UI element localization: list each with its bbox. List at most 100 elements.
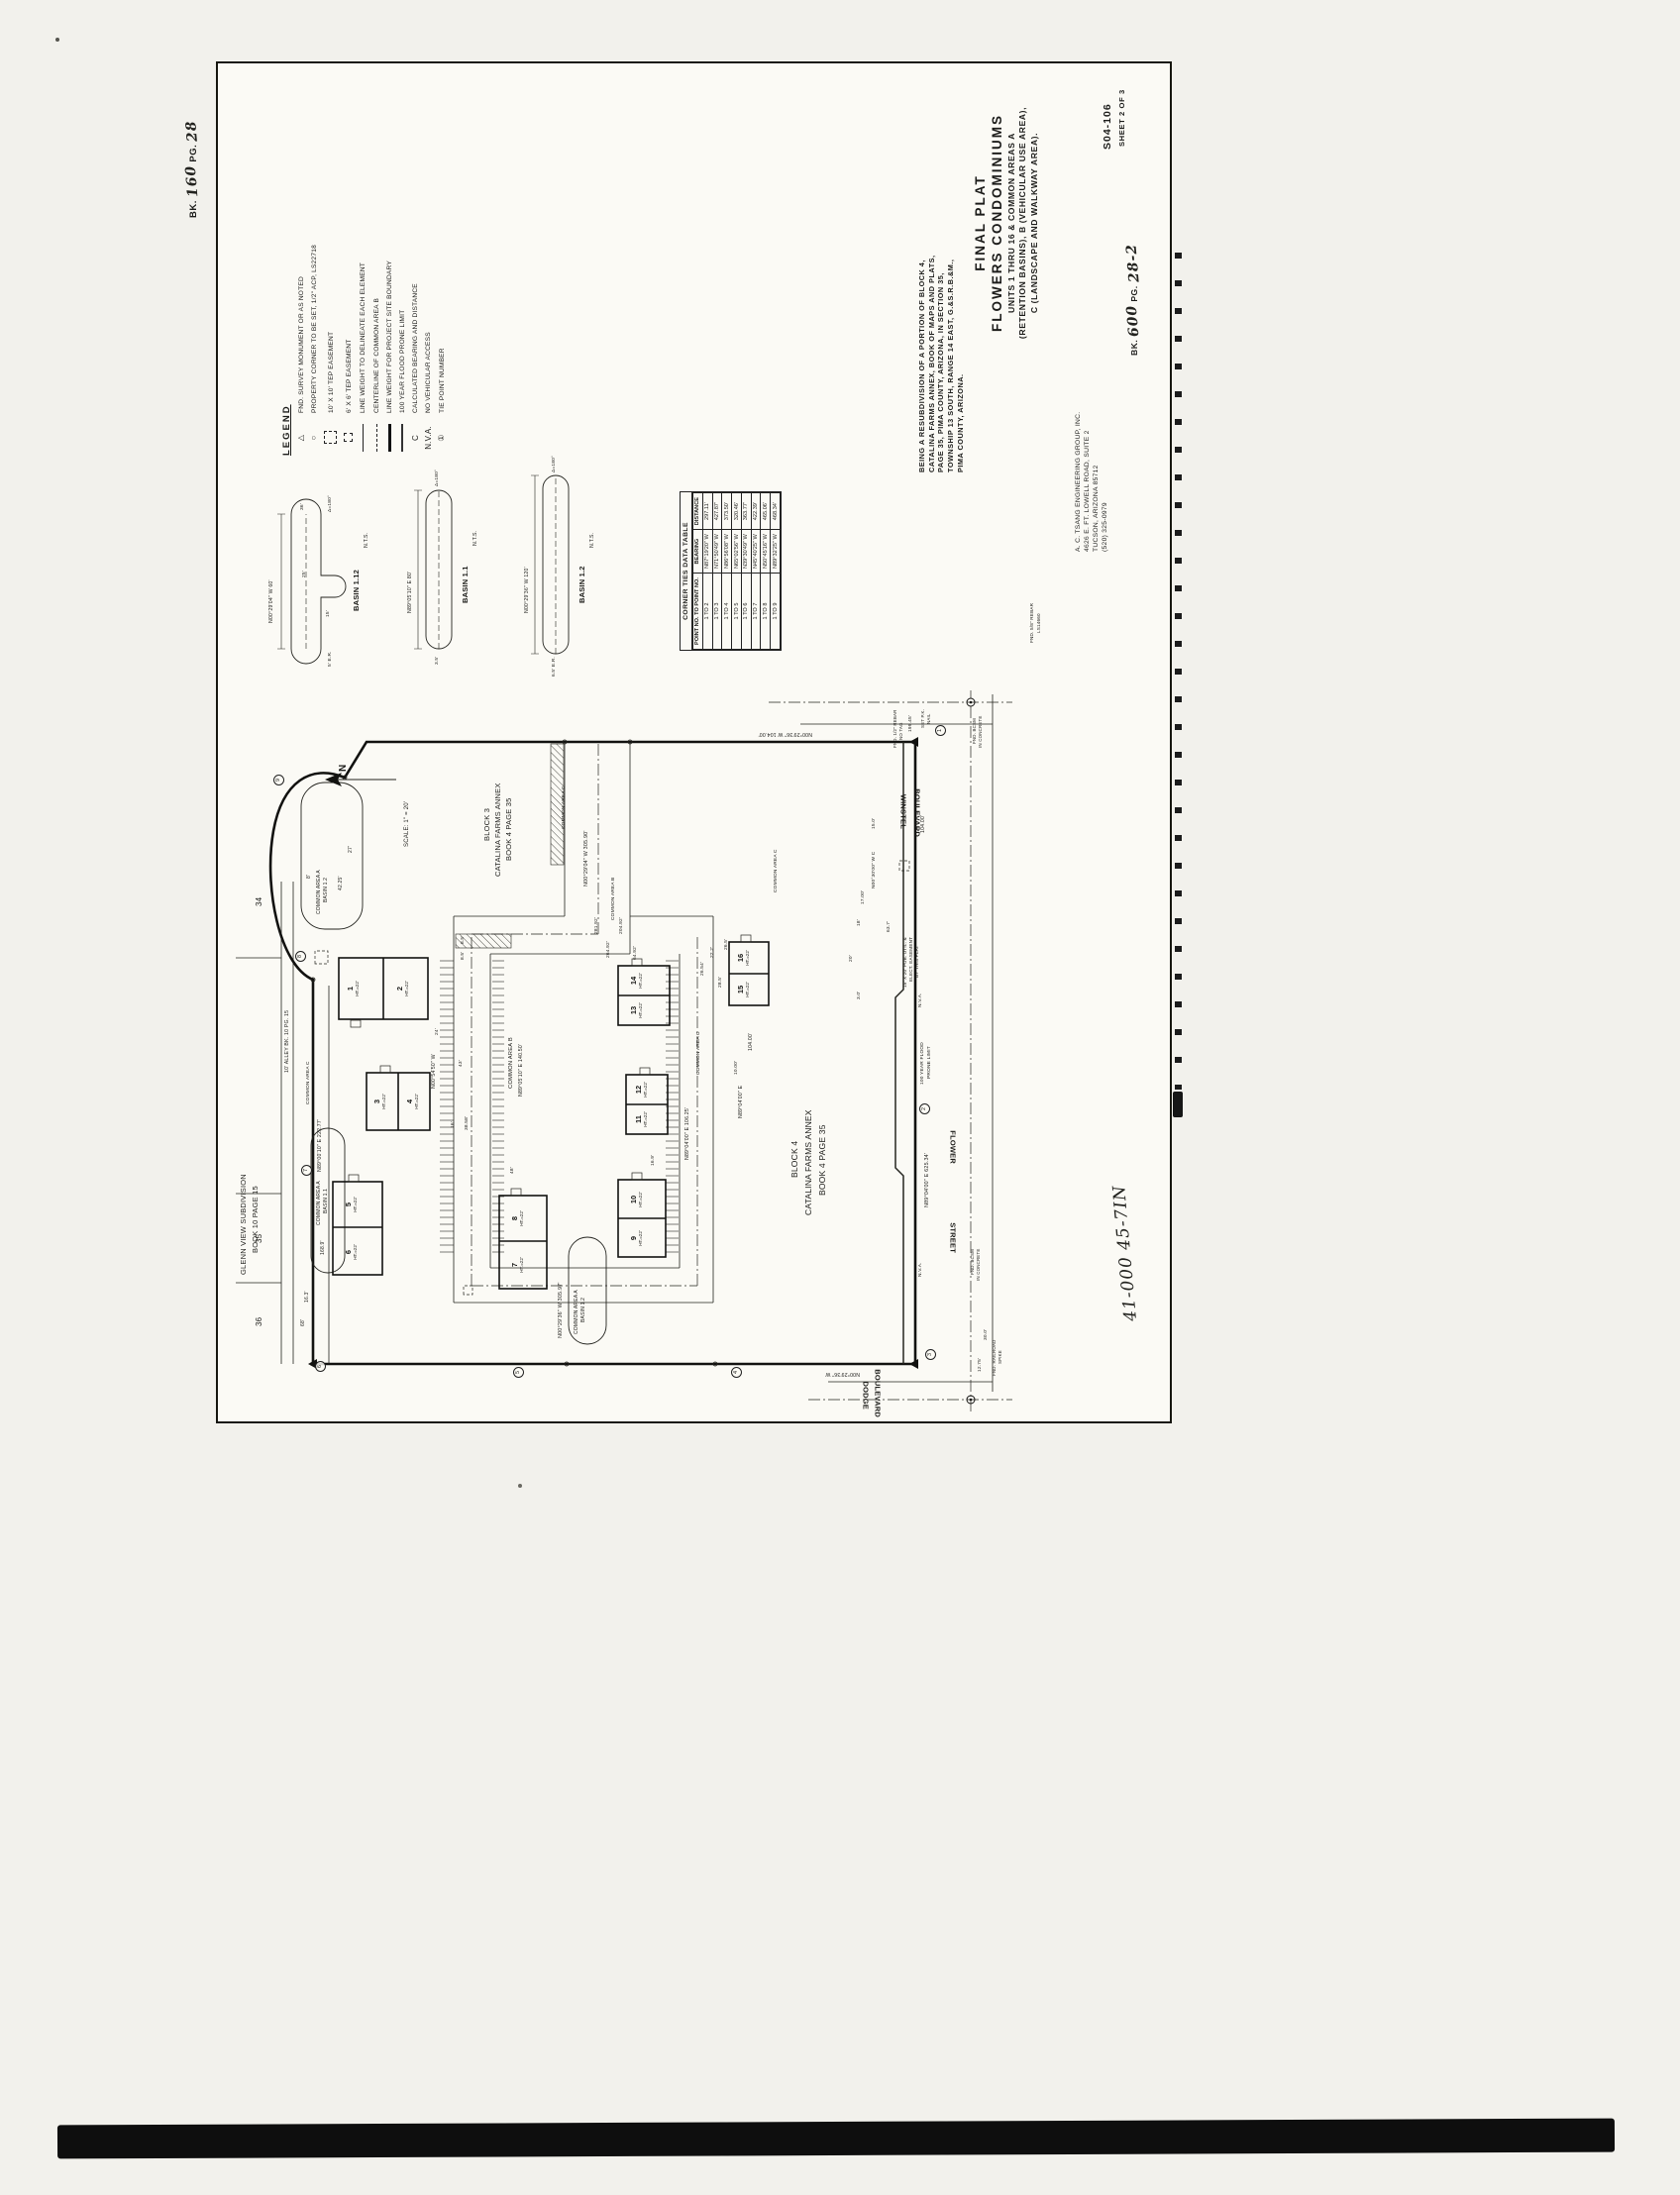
scale-note: SCALE: 1" = 20' bbox=[404, 800, 410, 847]
ties-cell: N65°02'56" W bbox=[731, 529, 742, 574]
plat-label: N00°54'50" W bbox=[431, 1054, 437, 1089]
engineering-firm-line: 4626 E. FT. LOWELL ROAD, SUITE 2 bbox=[1084, 430, 1092, 552]
plat-label: 17.00' bbox=[861, 889, 866, 904]
plat-label: BOULEVARD bbox=[912, 788, 922, 837]
plat-label: BASIN 1.1 bbox=[323, 1188, 329, 1213]
plat-label: 5' E.R. bbox=[328, 651, 333, 667]
plat-label: IN CONCRETE bbox=[976, 1248, 981, 1281]
unit-height-label: HT.=22' bbox=[354, 981, 360, 996]
plat-label: 10' ALLEY BK. 10 PG. 15 bbox=[284, 1009, 290, 1073]
legend-item: CENTERLINE OF COMMON AREA B bbox=[372, 67, 380, 456]
plat-label: N.V.A. bbox=[918, 1262, 923, 1277]
ties-cell: 422.39' bbox=[751, 492, 761, 530]
monument-triangles bbox=[308, 737, 918, 1369]
ties-cell: N89°32'25" W bbox=[770, 529, 781, 574]
unit-height-label: HT.=22' bbox=[744, 950, 750, 966]
plat-label: 16.3' bbox=[304, 1291, 310, 1303]
unit-number: 8 bbox=[510, 1215, 519, 1221]
ties-cell: 1 TO 7 bbox=[751, 573, 761, 650]
street-name: WINSTEL bbox=[898, 793, 908, 829]
unit-number: 15 bbox=[736, 985, 745, 994]
plat-label: 25' bbox=[302, 571, 307, 577]
ties-cell: N39°30'49" W bbox=[741, 529, 752, 574]
plat-label: 42.25' bbox=[338, 876, 344, 890]
alley-lines bbox=[236, 882, 294, 1364]
plat-label: 264.92' bbox=[606, 941, 611, 958]
plat-label: N89°00'10" E 222.77' bbox=[317, 1118, 323, 1172]
plat-title-line: UNITS 1 THRU 16 & COMMON AREAS A bbox=[1005, 133, 1016, 313]
unit-number: 6 bbox=[344, 1249, 353, 1255]
monument-note: FND. 5/8" REBAR bbox=[1029, 602, 1034, 643]
plat-label: N.T.S. bbox=[472, 530, 478, 546]
unit-height-label: HT.=22' bbox=[380, 1094, 386, 1109]
street-name: FLOWER bbox=[948, 1130, 958, 1164]
plat-label: 18' bbox=[857, 919, 862, 926]
unit-number: 10 bbox=[629, 1195, 638, 1204]
scan-artifact-bottom-bar bbox=[56, 2118, 1616, 2159]
plat-subtitle-line: PAGE 35, PIMA COUNTY, ARIZONA, IN SECTIO… bbox=[936, 272, 946, 472]
book-page-stamp-margin: BK. 160 PG. 28 bbox=[183, 50, 202, 218]
plat-title-line: (RETENTION BASINS), B (VEHICULAR USE ARE… bbox=[1017, 106, 1028, 340]
monument-note: FND. RAILROAD bbox=[992, 1339, 997, 1376]
tep-easements bbox=[314, 860, 910, 1296]
hatched-walkway bbox=[550, 743, 565, 866]
legend-item: 10' X 10' TEP EASEMENT bbox=[323, 67, 339, 456]
legend-item: ○PROPERTY CORNER TO BE SET, 1/2" ACP, LS… bbox=[309, 67, 318, 456]
scan-binding-marks bbox=[1175, 253, 1182, 1090]
north-letter: N bbox=[338, 764, 349, 772]
tie-point-7: 7 bbox=[301, 1165, 312, 1176]
legend-item-label: 6' X 6' TEP EASEMENT bbox=[345, 339, 353, 413]
unit-height-label: HT.=22' bbox=[637, 973, 643, 989]
unit-number: 14 bbox=[629, 976, 638, 986]
plat-label: N00°29'36" W 104.00' bbox=[758, 731, 812, 737]
plat-label: 8' bbox=[306, 874, 312, 879]
flood-symbol-icon bbox=[399, 420, 407, 456]
plat-label: NAIL bbox=[926, 713, 931, 724]
unit-number: 12 bbox=[634, 1085, 643, 1095]
legend-item: △FND. SURVEY MONUMENT OR AS NOTED bbox=[296, 67, 305, 456]
unit-height-label: HT.=22' bbox=[403, 981, 409, 996]
unit-number: 1 bbox=[346, 986, 355, 992]
plat-label: COMMON AREA B bbox=[611, 877, 616, 920]
legend-title: LEGEND bbox=[281, 404, 292, 456]
plat-label: 100 YEAR FLOOD bbox=[920, 1042, 925, 1085]
plat-label: 48' bbox=[510, 1167, 515, 1174]
monument-note: FND. BCSM bbox=[972, 718, 977, 744]
unit-height-label: HT.=22' bbox=[352, 1197, 358, 1212]
plat-label: N00°30'00" W C bbox=[872, 851, 877, 888]
unit-height-label: HT.=22' bbox=[637, 1230, 643, 1246]
pg-handwritten-value: 28 bbox=[183, 119, 201, 143]
plat-label: LS14660 bbox=[1036, 613, 1041, 633]
north-arrow bbox=[325, 773, 396, 786]
plat-label: BASIN 1.2 bbox=[323, 877, 329, 902]
plat-label: N00°29'36" W bbox=[825, 1371, 860, 1377]
job-number: S04-106 bbox=[1102, 103, 1113, 150]
ties-cell: 1 TO 6 bbox=[741, 573, 752, 650]
plat-label: 3.5' bbox=[435, 656, 440, 665]
ties-cell: 465.06' bbox=[760, 492, 771, 530]
project-boundary bbox=[268, 740, 917, 1366]
building-outlines bbox=[332, 941, 770, 1290]
unit-number: 11 bbox=[634, 1115, 643, 1123]
plat-label: 38.58' bbox=[465, 1115, 470, 1130]
basin-detail-title: BASIN 1.12 bbox=[352, 569, 361, 611]
plat-label: 15' X 20' PUB. UTIL. & bbox=[902, 937, 907, 988]
ties-cell: 363.77' bbox=[741, 492, 752, 530]
unit-height-label: HT.=22' bbox=[642, 1111, 648, 1127]
bk-handwritten-value: 600 bbox=[1123, 303, 1143, 338]
unit-height-label: HT.=22' bbox=[352, 1244, 358, 1260]
basin-detail-title: BASIN 1.1 bbox=[461, 566, 470, 603]
ties-cell: 1 TO 4 bbox=[721, 573, 732, 650]
plat-label: NO TAG bbox=[898, 722, 903, 740]
nva-symbol-icon: N.V.A. bbox=[423, 426, 433, 450]
